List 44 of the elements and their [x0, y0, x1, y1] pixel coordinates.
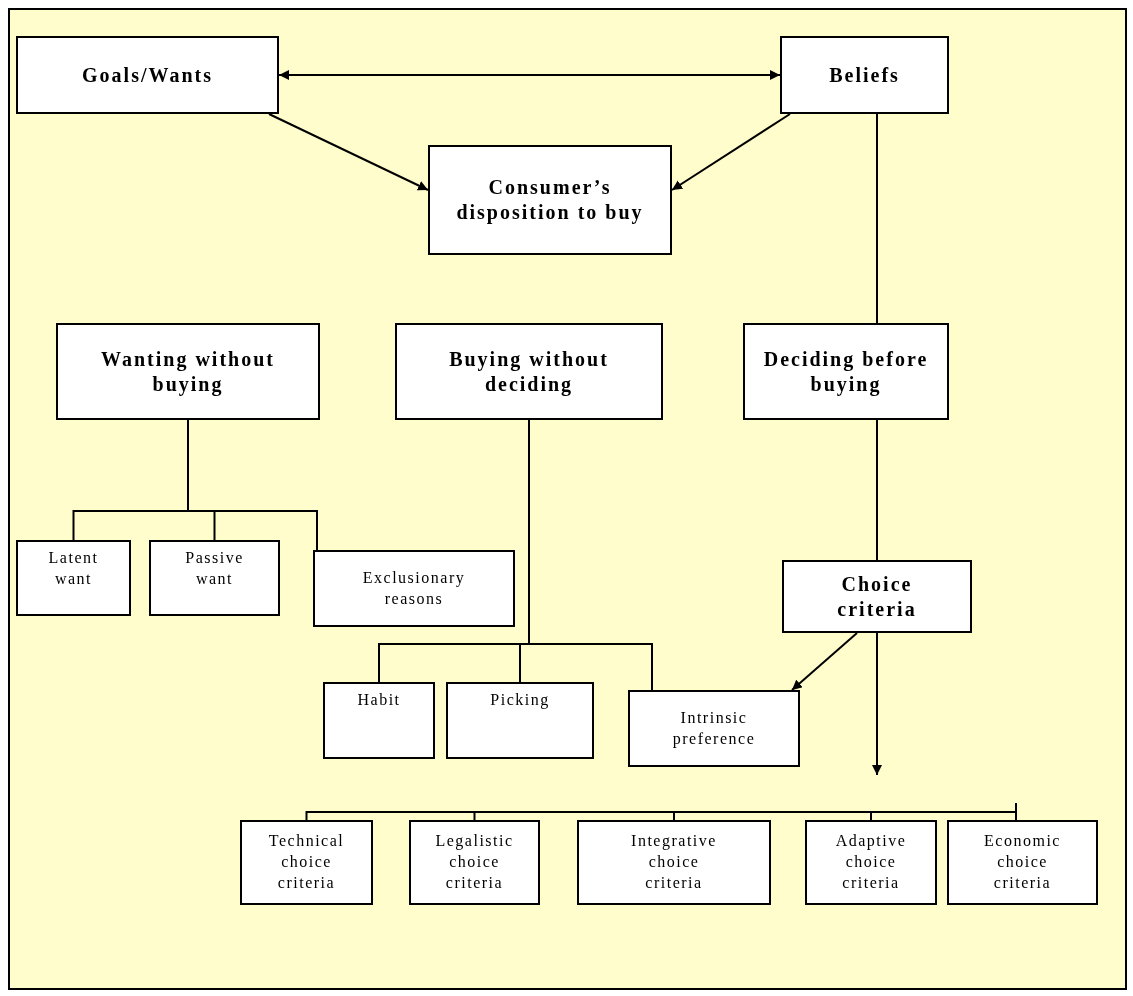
box-label: Passive want — [184, 548, 245, 589]
process-box — [805, 820, 937, 905]
box-label: Buying without deciding — [448, 346, 610, 397]
box-label: Consumer’s disposition to buy — [455, 175, 645, 225]
arrow — [872, 632, 882, 776]
process-box — [628, 690, 800, 767]
box-label: Goals/Wants — [82, 62, 213, 88]
connector-line — [876, 419, 878, 561]
process-box — [395, 323, 663, 420]
connector-line — [187, 419, 318, 551]
arrow — [278, 70, 781, 80]
process-box — [313, 550, 515, 627]
process-box — [577, 820, 771, 905]
process-box — [780, 36, 949, 114]
process-box — [446, 682, 594, 759]
box-label: Adaptive choice criteria — [834, 831, 908, 893]
box-label: Economic choice criteria — [983, 831, 1062, 893]
process-box — [240, 820, 373, 905]
box-label: Habit — [357, 690, 401, 710]
box-label: Choice criteria — [836, 571, 918, 622]
arrow — [671, 113, 791, 191]
process-box — [16, 540, 131, 616]
process-box — [409, 820, 540, 905]
box-label: Legalistic choice criteria — [434, 831, 515, 893]
box-label: Technical choice criteria — [267, 831, 346, 893]
box-label: Picking — [490, 690, 550, 711]
process-box — [743, 323, 949, 420]
process-box — [149, 540, 280, 616]
connector-line — [876, 113, 878, 324]
process-box — [947, 820, 1098, 905]
process-box — [56, 323, 320, 420]
box-label: Deciding before buying — [762, 346, 930, 397]
process-box — [16, 36, 279, 114]
box-label: Exclusionary reasons — [361, 567, 467, 609]
process-box — [323, 682, 435, 759]
arrow — [791, 632, 858, 691]
box-label: Intrinsic preference — [671, 707, 757, 750]
arrow — [268, 113, 429, 191]
box-label: Wanting without buying — [100, 346, 276, 397]
process-box — [428, 145, 672, 255]
process-box — [782, 560, 972, 633]
box-label: Beliefs — [829, 62, 900, 88]
box-label: Integrative choice criteria — [630, 831, 718, 893]
box-label: Latent want — [47, 548, 100, 589]
